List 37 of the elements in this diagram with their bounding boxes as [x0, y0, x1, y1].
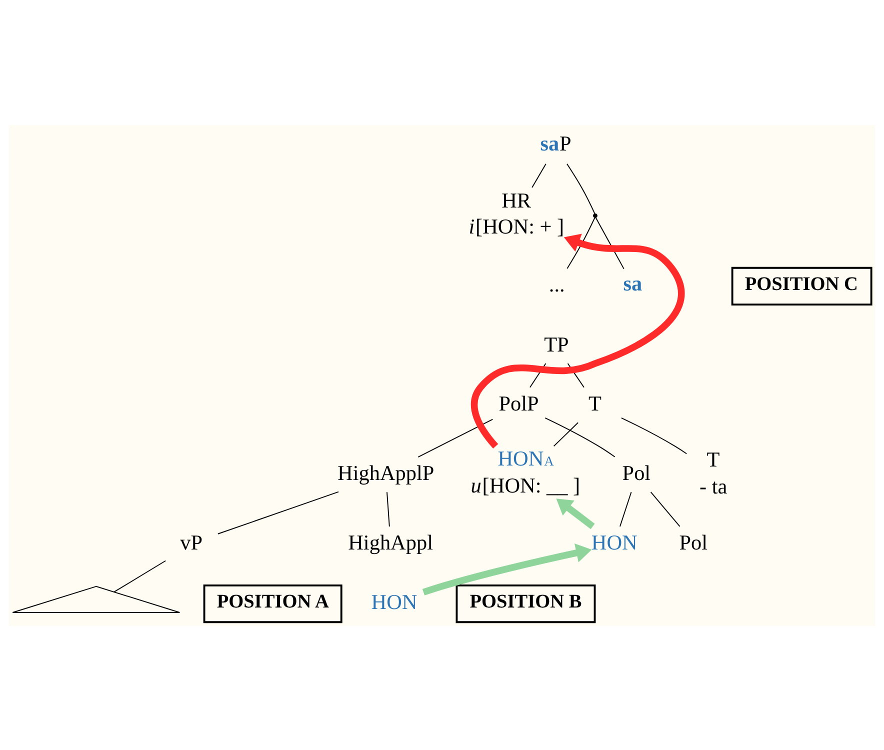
connector — [566, 162, 596, 214]
node-text: vP — [180, 530, 203, 554]
arrow — [422, 543, 592, 595]
node-text: HighAppl — [348, 530, 433, 554]
connector — [620, 416, 688, 454]
node-text: saP — [540, 131, 572, 156]
node-text: HON — [371, 590, 418, 614]
arrow — [556, 498, 595, 529]
arrow — [470, 233, 685, 448]
connector — [217, 490, 340, 534]
connector — [620, 491, 632, 526]
node-text: TP — [544, 332, 569, 356]
node-text: ... — [548, 272, 565, 296]
connector — [595, 216, 624, 269]
connector — [114, 560, 166, 592]
node-text: T - ta — [700, 446, 728, 498]
connector — [386, 491, 390, 526]
connector — [553, 422, 579, 446]
node-box: POSITION B — [456, 584, 596, 623]
node-box: POSITION C — [731, 266, 872, 306]
connector — [418, 418, 494, 458]
node-text: sa — [623, 271, 642, 296]
node-point — [593, 213, 598, 218]
node-text: T — [588, 390, 602, 415]
connector — [544, 416, 616, 457]
node-text: PolP — [498, 390, 539, 415]
node-text: HR i[HON: + ] — [468, 188, 564, 238]
node-text: HONA u[HON: __ ] — [470, 446, 580, 497]
node-triangle — [12, 585, 180, 612]
connector — [532, 162, 546, 188]
node-text: HON — [591, 530, 638, 554]
connector — [650, 491, 680, 526]
connector — [566, 216, 596, 268]
node-text: Pol — [622, 460, 651, 484]
node-text: Pol — [679, 530, 708, 554]
node-text: HighApplP — [338, 460, 434, 484]
node-box: POSITION A — [203, 584, 342, 623]
